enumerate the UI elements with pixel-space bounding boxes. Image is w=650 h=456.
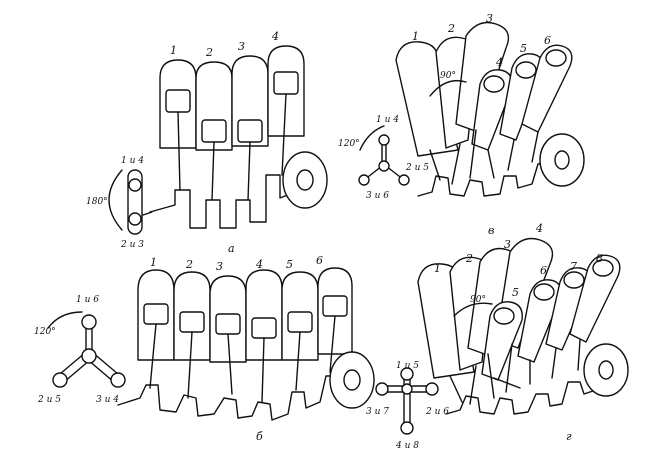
diagram-a-cyl-2: 2 xyxy=(205,46,213,59)
diagram-v-cyl-2: 2 xyxy=(447,22,455,35)
diagram-v-label-bottom: 3 и 6 xyxy=(366,191,389,201)
diagram-g-cyl-8: 8 xyxy=(596,252,603,265)
diagram-b-inline-six: 1 2 3 4 5 6 1 и 6 2 и 5 3 и 4 120° б xyxy=(34,254,375,443)
diagram-b-angle: 120° xyxy=(34,327,56,337)
diagram-g-cyl-4: 4 xyxy=(535,222,543,235)
diagram-b-cyl-6: 6 xyxy=(316,254,323,267)
diagram-a-letter: а xyxy=(228,242,235,255)
diagram-v-cyl-4: 4 xyxy=(495,56,503,69)
diagram-v-label-right: 2 и 5 xyxy=(405,163,429,173)
diagram-v-angle: 120° xyxy=(338,139,360,149)
diagram-g-cyl-7: 7 xyxy=(570,260,577,273)
diagram-g-crankshaft xyxy=(445,343,629,415)
diagram-v-letter: в xyxy=(488,224,494,237)
diagram-v-cyl-1: 1 xyxy=(412,30,419,43)
diagram-g-cyl-3: 3 xyxy=(504,238,511,251)
diagram-g-vee-angle: 90° xyxy=(470,295,486,305)
diagram-a-crank-scheme xyxy=(108,169,143,235)
diagram-v-label-top: 1 и 4 xyxy=(376,115,399,125)
diagram-g-cyl-5: 5 xyxy=(512,286,519,299)
diagram-a-inline-four: 1 2 3 4 1 и 4 2 и 3 180° а xyxy=(86,30,328,255)
diagram-g-cyl-1: 1 xyxy=(434,262,441,275)
diagram-a-label-top: 1 и 4 xyxy=(121,156,144,166)
diagram-v-cyl-6: 6 xyxy=(544,34,551,47)
diagram-v-vee-angle: 90° xyxy=(440,71,456,81)
diagram-g-label-left: 3 и 7 xyxy=(366,407,389,417)
diagram-v-cylinders xyxy=(395,21,573,185)
diagram-b-crank-scheme xyxy=(47,311,126,388)
diagram-g-vee-eight: 1 2 3 4 5 6 7 8 90° 1 и 5 3 и 7 2 и 6 4 … xyxy=(366,222,629,451)
diagram-b-label-top: 1 и 6 xyxy=(76,295,99,305)
diagram-v-crankshaft xyxy=(417,133,585,197)
diagram-b-cyl-5: 5 xyxy=(286,258,293,271)
diagram-a-cyl-3: 3 xyxy=(238,40,245,53)
diagram-g-label-bottom: 4 и 8 xyxy=(395,441,419,451)
diagram-g-label-right: 2 и 6 xyxy=(425,407,449,417)
diagram-b-cyl-3: 3 xyxy=(216,260,223,273)
diagram-b-cyl-1: 1 xyxy=(150,256,157,269)
diagram-a-cylinders xyxy=(159,45,305,201)
diagram-b-cylinders xyxy=(137,267,353,403)
diagram-b-label-left: 2 и 5 xyxy=(37,395,61,405)
diagram-a-label-bottom: 2 и 3 xyxy=(120,240,144,250)
diagram-b-label-right: 3 и 4 xyxy=(96,395,119,405)
diagram-g-crank-scheme xyxy=(375,367,439,435)
diagram-b-cyl-2: 2 xyxy=(185,258,193,271)
diagram-b-cyl-4: 4 xyxy=(255,258,263,271)
diagram-a-crankshaft xyxy=(139,151,328,229)
diagram-v-cyl-5: 5 xyxy=(520,42,527,55)
diagram-a-cyl-1: 1 xyxy=(170,44,177,57)
diagram-a-angle: 180° xyxy=(86,197,108,207)
diagram-a-cyl-4: 4 xyxy=(271,30,279,43)
diagram-v-cyl-3: 3 xyxy=(486,12,493,25)
diagram-g-cyl-2: 2 xyxy=(465,252,473,265)
diagram-b-crankshaft xyxy=(117,351,375,421)
diagram-v-crank-scheme xyxy=(358,125,410,186)
diagram-g-label-top: 1 и 5 xyxy=(396,361,419,371)
diagram-v-vee-six: 1 2 3 4 5 6 90° 1 и 4 2 и 5 3 и 6 120° в xyxy=(338,12,585,237)
diagram-g-letter: г xyxy=(566,430,572,443)
diagram-b-letter: б xyxy=(256,430,263,443)
diagram-g-cylinders xyxy=(417,237,621,405)
diagram-g-cyl-6: 6 xyxy=(540,264,547,277)
